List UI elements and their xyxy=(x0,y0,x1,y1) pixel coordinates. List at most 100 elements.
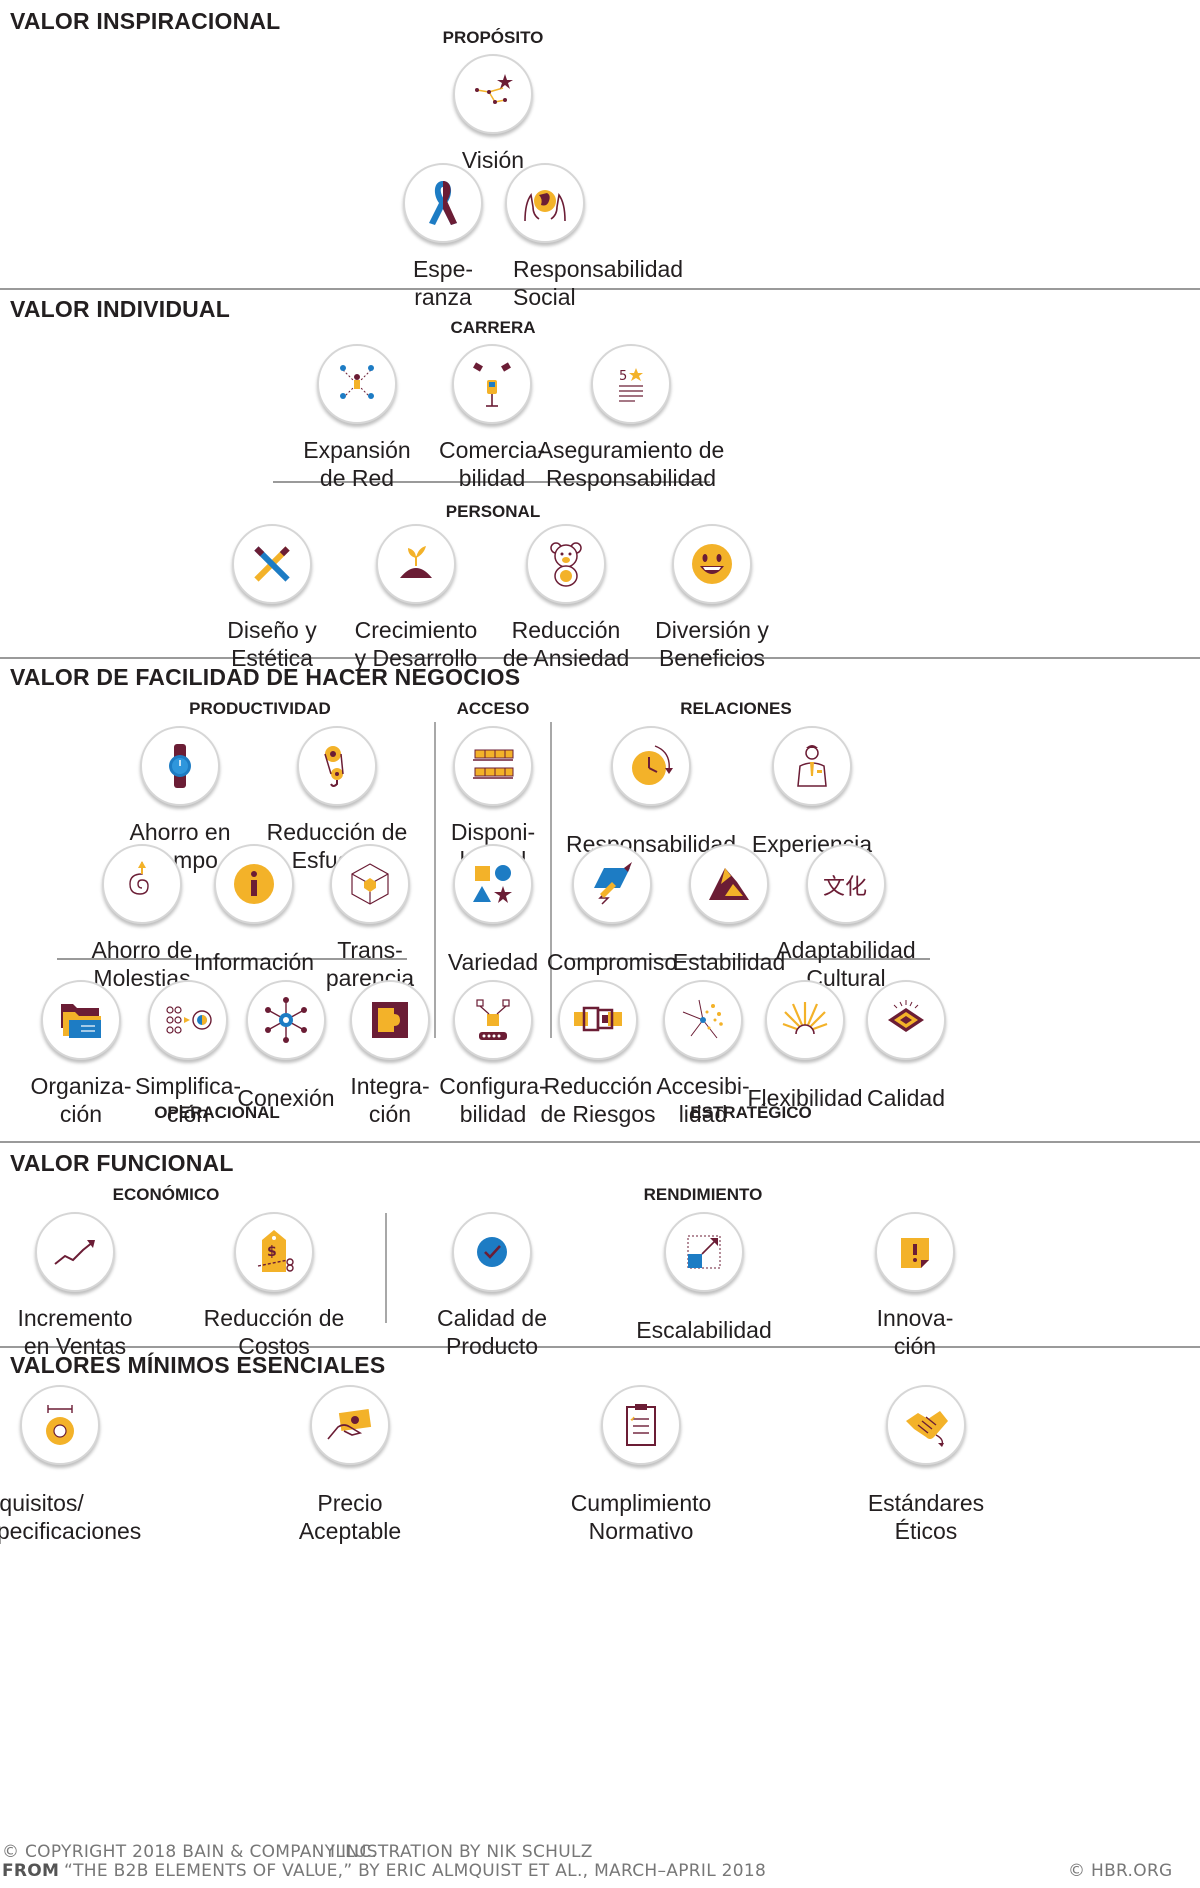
svg-text:5: 5 xyxy=(619,369,627,384)
element-label: Incremento en Ventas xyxy=(17,1305,133,1359)
element-label: Diseño y Estética xyxy=(227,617,317,671)
element-label: Flexibilidad xyxy=(747,1085,863,1111)
element-ahorro-tiempo: Ahorro en Tiempo xyxy=(70,726,290,874)
ribbon-icon xyxy=(403,163,483,243)
element-label: Diversión y Beneficios xyxy=(655,617,769,671)
subhead-relaciones: RELACIONES xyxy=(680,699,792,718)
element-estandares: Estándares Éticos xyxy=(816,1385,1036,1545)
element-accesibilidad: Accesibi- lidad xyxy=(593,980,813,1128)
subhead-carrera: CARRERA xyxy=(450,318,536,337)
element-reduccion-ansiedad: Reducción de Ansiedad xyxy=(456,524,676,672)
element-label: Información xyxy=(193,949,315,975)
footer-site: © HBR.ORG xyxy=(1068,1861,1173,1881)
section-title-inspiracional: VALOR INSPIRACIONAL xyxy=(10,8,281,34)
clipboard-icon xyxy=(601,1385,681,1465)
element-label: Comercia- bilidad xyxy=(438,437,546,491)
element-calidad: Calidad xyxy=(796,980,1016,1112)
trend-up-icon xyxy=(35,1212,115,1292)
element-cumplimiento: Cumplimiento Normativo xyxy=(531,1385,751,1545)
price-tag-scissors-icon: $ xyxy=(234,1212,314,1292)
element-organizacion: Organiza- ción xyxy=(0,980,191,1128)
checkmark-badge-icon xyxy=(452,1212,532,1292)
element-expansion-red: Expansión de Red xyxy=(247,344,467,492)
element-label: Aseguramiento de Responsabilidad xyxy=(537,437,725,491)
column-divider xyxy=(385,1213,387,1323)
element-diseno: Diseño y Estética xyxy=(162,524,382,672)
footer-illustration: ILLUSTRATION BY NIK SCHULZ xyxy=(330,1842,593,1862)
scale-up-icon xyxy=(664,1212,744,1292)
element-conexion: Conexión xyxy=(176,980,396,1112)
section-title-funcional: VALOR FUNCIONAL xyxy=(10,1150,234,1176)
element-label: Conexión xyxy=(237,1085,335,1111)
element-label: Visión xyxy=(461,147,525,173)
element-innovacion: Innova- ción xyxy=(805,1212,1025,1360)
element-label: Estándares Éticos xyxy=(867,1490,985,1544)
chinese-characters-icon: 文化 xyxy=(806,844,886,924)
scatter-arrows-icon xyxy=(663,980,743,1060)
element-reduccion-esfuerzo: Reducción de Esfuerzo xyxy=(227,726,447,874)
element-adaptabilidad: 文化 Adaptabilidad Cultural xyxy=(736,844,956,992)
rating-document-icon: 5 xyxy=(591,344,671,424)
hand-cash-icon xyxy=(310,1385,390,1465)
element-label: Reducción de Costos xyxy=(203,1305,345,1359)
element-label: Estabilidad xyxy=(672,949,786,975)
subhead-economico: ECONÓMICO xyxy=(112,1185,220,1204)
section-divider xyxy=(0,1346,1200,1348)
element-label: Compromiso xyxy=(546,949,678,975)
element-label: Innova- ción xyxy=(876,1305,954,1359)
pulley-icon xyxy=(297,726,377,806)
element-label: Accesibi- lidad xyxy=(656,1073,750,1127)
footer-from-label: FROM xyxy=(2,1861,60,1881)
element-escalabilidad: Escalabilidad xyxy=(594,1212,814,1344)
footer-copyright: © COPYRIGHT 2018 BAIN & COMPANY INC. xyxy=(2,1842,378,1862)
element-experiencia: Experiencia xyxy=(702,726,922,858)
subsection-divider xyxy=(57,958,407,960)
element-reduccion-riesgos: Reducción de Riesgos xyxy=(488,980,708,1128)
info-icon xyxy=(214,844,294,924)
element-label: Expansión de Red xyxy=(303,437,411,491)
element-diversion: Diversión y Beneficios xyxy=(602,524,822,672)
section-title-individual: VALOR INDIVIDUAL xyxy=(10,296,230,322)
subhead-proposito: PROPÓSITO xyxy=(442,28,544,47)
seatbelt-icon xyxy=(558,980,638,1060)
element-label: Ahorro de Molestias xyxy=(91,937,193,991)
element-label: Integra- ción xyxy=(350,1073,430,1127)
element-label: Reducción de Ansiedad xyxy=(502,617,630,671)
washer-measure-icon xyxy=(20,1385,100,1465)
column-divider xyxy=(434,722,436,1038)
element-label: Reducción de Riesgos xyxy=(540,1073,656,1127)
element-vision: Visión xyxy=(383,54,603,174)
simplify-icon xyxy=(148,980,228,1060)
element-label: Responsabilidad Social xyxy=(513,256,684,310)
smiley-icon xyxy=(672,524,752,604)
subhead-estrategico: ESTRATÉGICO xyxy=(690,1103,812,1122)
subhead-acceso: ACCESO xyxy=(456,699,530,718)
configurator-icon xyxy=(453,980,533,1060)
subhead-rendimiento: RENDIMIENTO xyxy=(643,1185,763,1204)
folders-icon xyxy=(41,980,121,1060)
transparent-cube-icon xyxy=(330,844,410,924)
teddy-bear-icon xyxy=(526,524,606,604)
microchip-icon xyxy=(866,980,946,1060)
constellation-icon xyxy=(453,54,533,134)
clock-icon xyxy=(611,726,691,806)
element-compromiso: Compromiso xyxy=(502,844,722,976)
pen-signature-icon xyxy=(572,844,652,924)
element-simplificacion: Simplifica- ción xyxy=(78,980,298,1128)
element-label: Calidad de Producto xyxy=(437,1305,547,1359)
element-label: Cumplimiento Normativo xyxy=(570,1490,712,1544)
sticky-note-icon xyxy=(875,1212,955,1292)
shapes-icon xyxy=(453,844,533,924)
section-divider xyxy=(0,657,1200,659)
subsection-divider xyxy=(570,958,930,960)
hub-icon xyxy=(246,980,326,1060)
element-integracion: Integra- ción xyxy=(280,980,500,1128)
element-label: Variedad xyxy=(447,949,539,975)
element-label: Escalabilidad xyxy=(636,1317,772,1343)
subhead-operacional: OPERACIONAL xyxy=(154,1103,280,1122)
section-title-minimos: VALORES MÍNIMOS ESENCIALES xyxy=(10,1352,386,1378)
puzzle-icon xyxy=(350,980,430,1060)
element-label: Organiza- ción xyxy=(30,1073,132,1127)
element-comerciabilidad: Comercia- bilidad xyxy=(382,344,602,492)
element-incremento-ventas: Incremento en Ventas xyxy=(0,1212,185,1360)
